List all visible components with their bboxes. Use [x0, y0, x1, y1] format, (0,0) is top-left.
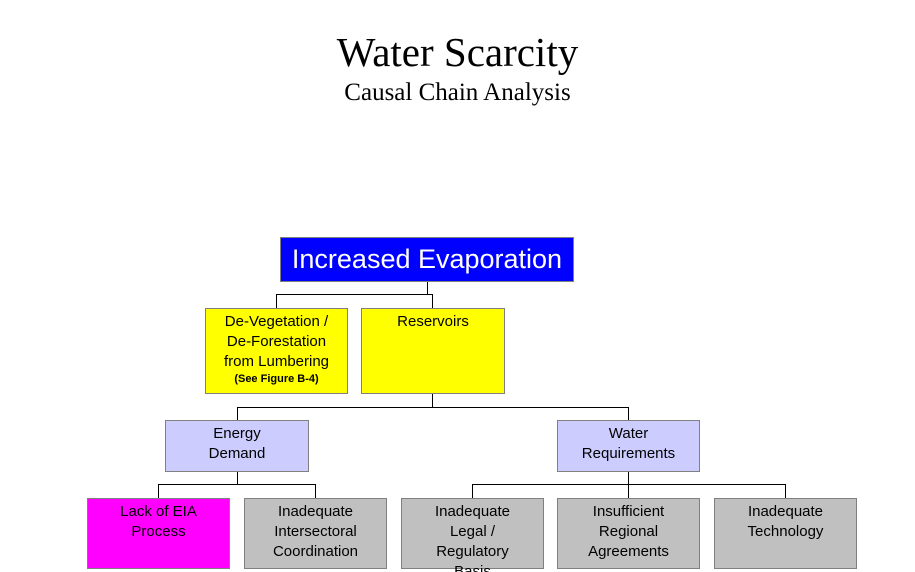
root-node: Increased Evaporation — [280, 237, 574, 282]
connector — [237, 471, 238, 484]
connector — [472, 484, 473, 498]
connector — [237, 407, 629, 408]
connector — [472, 484, 786, 485]
node-energy-demand: Energy Demand — [165, 420, 309, 472]
connector — [276, 294, 277, 308]
connector — [628, 407, 629, 420]
connector — [432, 393, 433, 407]
connector — [158, 484, 316, 485]
node-de-vegetation: De-Vegetation / De-Forestation from Lumb… — [205, 308, 348, 394]
node-legal-regulatory: Inadequate Legal / Regulatory Basis — [401, 498, 544, 572]
connector — [432, 294, 433, 308]
node-reservoirs: Reservoirs — [361, 308, 505, 394]
diagram-title: Water Scarcity — [336, 29, 579, 75]
node-regional-agreements: Insufficient Regional Agreements — [557, 498, 700, 569]
node-lack-of-eia: Lack of EIA Process — [87, 498, 230, 569]
connector — [237, 407, 238, 420]
node-label: De-Vegetation / De-Forestation from Lumb… — [223, 313, 330, 370]
node-note: (See Figure B-4) — [234, 373, 319, 385]
connector — [785, 484, 786, 498]
diagram-subtitle: Causal Chain Analysis — [344, 79, 571, 106]
node-technology: Inadequate Technology — [714, 498, 857, 569]
node-intersectoral-coordination: Inadequate Intersectoral Coordination — [244, 498, 387, 569]
connector — [276, 294, 433, 295]
connector — [315, 484, 316, 498]
connector — [158, 484, 159, 498]
connector — [628, 471, 629, 484]
node-water-requirements: Water Requirements — [557, 420, 700, 472]
connector — [427, 281, 428, 294]
connector — [628, 484, 629, 498]
